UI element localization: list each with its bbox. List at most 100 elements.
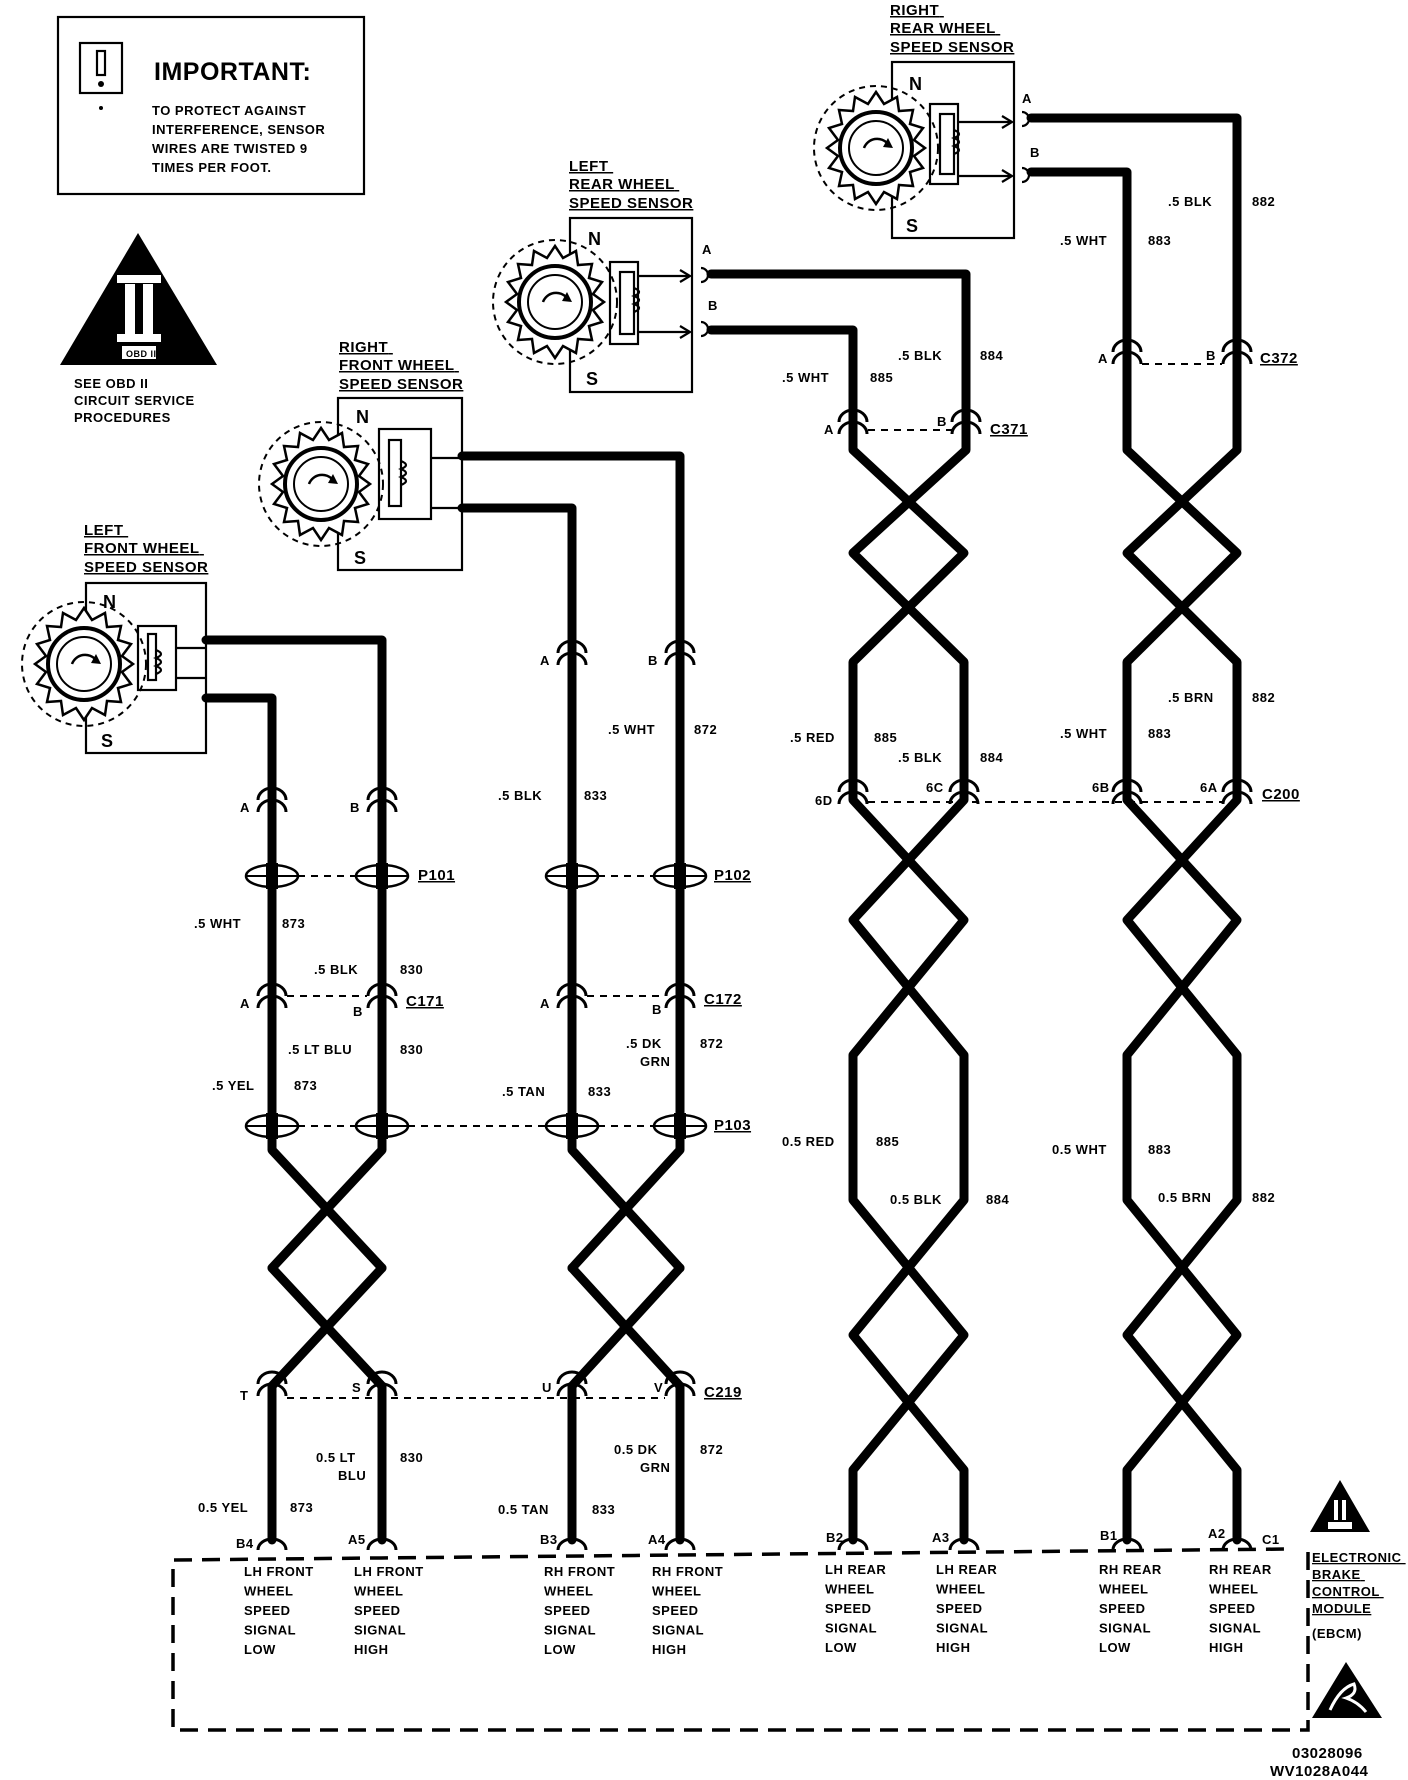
ebcm-signal-label-line: LOW bbox=[544, 1642, 576, 1657]
wire-circuit: 883 bbox=[1148, 1142, 1171, 1157]
wire-circuit: 872 bbox=[694, 722, 717, 737]
wire-circuit: 833 bbox=[588, 1084, 611, 1099]
important-note: IMPORTANT: TO PROTECT AGAINST INTERFEREN… bbox=[56, 15, 366, 196]
ebcm-pin-socket bbox=[256, 1537, 288, 1551]
wire-spec: .5 RED bbox=[790, 730, 835, 745]
pin-label: B bbox=[353, 1004, 363, 1019]
ebcm-module: B4 A5 B3 A4 B2 A3 B1 A2 C1 LH FRONT WHEEL… bbox=[171, 1480, 1402, 1732]
pin-label: U bbox=[542, 1380, 552, 1395]
sensor-n-pole: N bbox=[909, 74, 923, 94]
wire-spec: .5 WHT bbox=[194, 916, 241, 931]
svg-text:LEFT REAR WHEEL SP: LEFT REAR WHEEL SPEED SENSOR bbox=[569, 158, 693, 212]
ebcm-signal-label-line: LH FRONT bbox=[354, 1564, 424, 1579]
ebcm-pin-socket bbox=[556, 1537, 588, 1551]
sensor-title-line: SPEED SENSOR bbox=[339, 376, 463, 393]
pin-label: B bbox=[648, 653, 658, 668]
ebcm-signal-label-line: WHEEL bbox=[936, 1582, 985, 1597]
ebcm-signal-label-line: SIGNAL bbox=[1209, 1621, 1261, 1636]
wire-spec: .5 WHT bbox=[608, 722, 655, 737]
pin-label: B bbox=[937, 414, 947, 429]
ebcm-signal-label-line: SIGNAL bbox=[936, 1621, 988, 1636]
ebcm-signal-label-line: LOW bbox=[825, 1640, 857, 1655]
sensor-terminal-a: A bbox=[702, 242, 712, 257]
ebcm-signal-label-line: SPEED bbox=[936, 1601, 983, 1616]
svg-text:B4 A5 B3 A4: B4 A5 B3 A4 B2 A3 B1 A2 C1 bbox=[236, 1526, 1280, 1551]
ebcm-signal-label-line: WHEEL bbox=[1209, 1582, 1258, 1597]
ebcm-pin: A3 bbox=[932, 1530, 950, 1545]
ebcm-signal-label-line: RH FRONT bbox=[652, 1564, 723, 1579]
wire-circuit: 873 bbox=[290, 1500, 313, 1515]
sensor-terminal-b: B bbox=[1030, 145, 1040, 160]
ebcm-signal-label-line: SPEED bbox=[825, 1601, 872, 1616]
wiring-harness bbox=[201, 113, 1242, 1545]
ebcm-title-line: ELECTRONIC bbox=[1312, 1550, 1402, 1565]
wire-labels: .5 BLK 882 .5 WHT 883 .5 BLK 884 .5 WHT … bbox=[194, 194, 1275, 1517]
pin-label: A bbox=[540, 653, 550, 668]
wire-spec: GRN bbox=[640, 1460, 670, 1475]
wire-spec: BLU bbox=[338, 1468, 366, 1483]
sensor-title-line: SPEED SENSOR bbox=[890, 39, 1014, 56]
ebcm-pin: B3 bbox=[540, 1532, 558, 1547]
wire-spec: .5 BLK bbox=[314, 962, 358, 977]
obd-note-line: PROCEDURES bbox=[74, 410, 171, 425]
ebcm-signal-label-line: RH REAR bbox=[1209, 1562, 1272, 1577]
ebcm-signal-label-line: SIGNAL bbox=[244, 1623, 296, 1638]
wire-spec: .5 BLK bbox=[1168, 194, 1212, 209]
ebcm-signal-label-line: SPEED bbox=[244, 1603, 291, 1618]
sensor-n-pole: N bbox=[588, 229, 602, 249]
wire-spec: .5 BRN bbox=[1168, 690, 1214, 705]
ebcm-signal-label-line: WHEEL bbox=[244, 1584, 293, 1599]
obd-note-line: CIRCUIT SERVICE bbox=[74, 393, 195, 408]
sensor-title-line: FRONT WHEEL bbox=[339, 357, 454, 374]
wire-spec: 0.5 WHT bbox=[1052, 1142, 1107, 1157]
pin-label: A bbox=[1098, 351, 1108, 366]
ebcm-pin: A4 bbox=[648, 1532, 666, 1547]
ebcm-signal-label-line: SPEED bbox=[1099, 1601, 1146, 1616]
wire-spec: .5 TAN bbox=[502, 1084, 545, 1099]
ebcm-pin-socket bbox=[366, 1537, 398, 1551]
sensor-s-pole: S bbox=[101, 731, 114, 751]
ebcm-pin-socket bbox=[664, 1537, 696, 1551]
svg-text:TO PROTECT AGAINST INTER: TO PROTECT AGAINST INTERFERENCE, SENSOR … bbox=[152, 103, 329, 175]
connector-p102: P102 bbox=[714, 867, 751, 884]
ebcm-signal-label-line: RH REAR bbox=[1099, 1562, 1162, 1577]
ebcm-pin: A5 bbox=[348, 1532, 366, 1547]
svg-text:RIGHT FRONT WHEEL: RIGHT FRONT WHEEL SPEED SENSOR bbox=[339, 339, 463, 393]
sensor-title-line: SPEED SENSOR bbox=[569, 195, 693, 212]
ebcm-signal-label-line: HIGH bbox=[936, 1640, 971, 1655]
wire-spec: .5 WHT bbox=[1060, 726, 1107, 741]
pin-label: 6B bbox=[1092, 780, 1110, 795]
esd-warning-icon bbox=[1312, 1662, 1382, 1718]
ebcm-signal-label-line: WHEEL bbox=[1099, 1582, 1148, 1597]
wire-circuit: 884 bbox=[980, 750, 1003, 765]
important-title: IMPORTANT: bbox=[154, 58, 311, 86]
ebcm-title-line: MODULE bbox=[1312, 1601, 1371, 1616]
wire-circuit: 885 bbox=[874, 730, 897, 745]
sensor-title-line: FRONT WHEEL bbox=[84, 540, 199, 557]
connector-c172: C172 bbox=[704, 991, 742, 1008]
wire-circuit: 833 bbox=[592, 1502, 615, 1517]
pin-label: 6D bbox=[815, 793, 833, 808]
connector-c372: C372 bbox=[1260, 350, 1298, 367]
sensor-terminal-a: A bbox=[1022, 91, 1032, 106]
ebcm-title-line: (EBCM) bbox=[1312, 1626, 1362, 1641]
pin-label: B bbox=[652, 1002, 662, 1017]
ebcm-pin: B2 bbox=[826, 1530, 844, 1545]
wire-spec: 0.5 RED bbox=[782, 1134, 835, 1149]
sensor-n-pole: N bbox=[356, 407, 370, 427]
wire-circuit: 882 bbox=[1252, 690, 1275, 705]
wire-circuit: 873 bbox=[294, 1078, 317, 1093]
pin-label: T bbox=[240, 1388, 248, 1403]
svg-text:LEFT FRONT WHEEL S: LEFT FRONT WHEEL SPEED SENSOR bbox=[84, 522, 208, 576]
ebcm-pin: C1 bbox=[1262, 1532, 1280, 1547]
ebcm-signal-label-line: SPEED bbox=[1209, 1601, 1256, 1616]
ebcm-pin-socket bbox=[948, 1537, 980, 1551]
pin-label: A bbox=[240, 996, 250, 1011]
ebcm-signal-label-line: WHEEL bbox=[354, 1584, 403, 1599]
ebcm-pin: A2 bbox=[1208, 1526, 1226, 1541]
wire-circuit: 830 bbox=[400, 1042, 423, 1057]
